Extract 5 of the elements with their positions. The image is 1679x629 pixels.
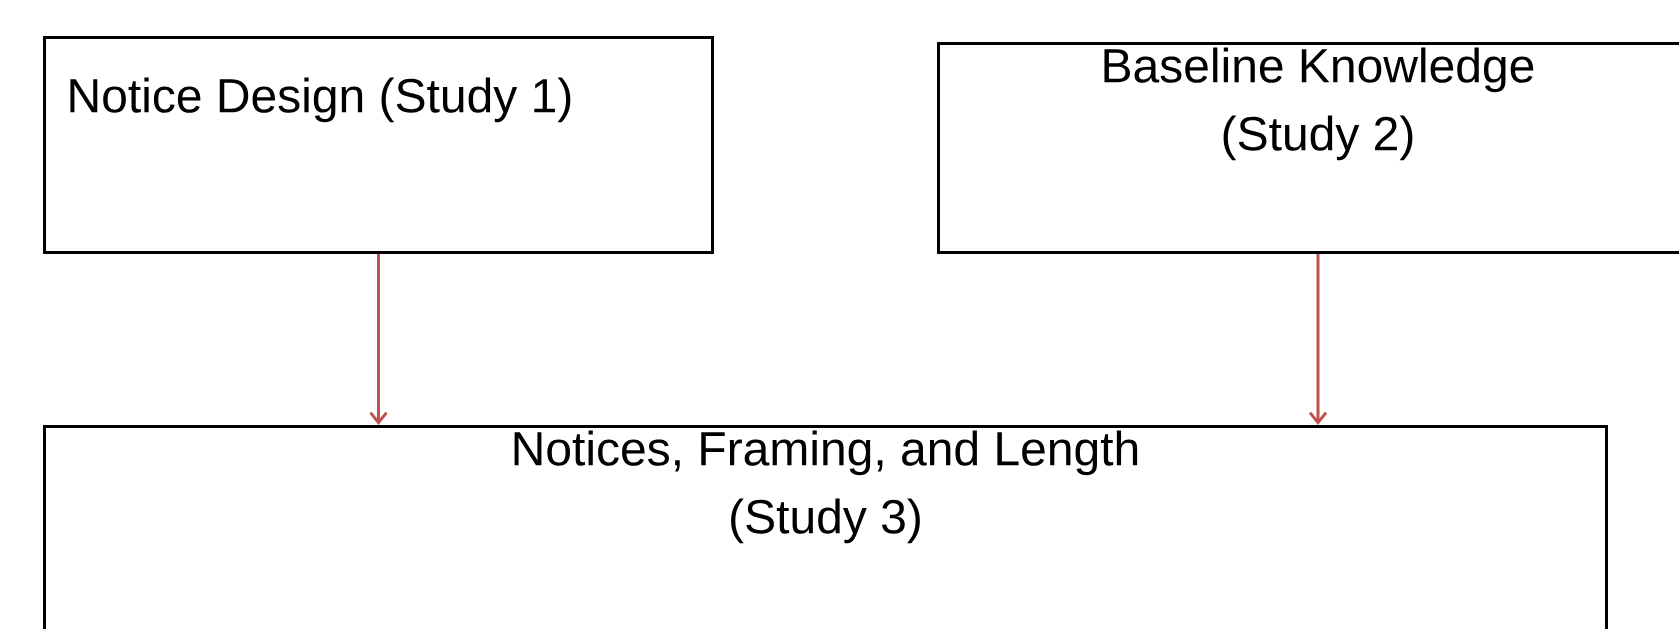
arrow (1308, 254, 1328, 425)
process-box: Baseline Knowledge (Study 2) (937, 42, 1679, 254)
process-box: Notice Design (Study 1) (43, 36, 714, 254)
arrow (369, 254, 388, 425)
process-box: Notices, Framing, and Length (Study 3) (43, 425, 1608, 629)
